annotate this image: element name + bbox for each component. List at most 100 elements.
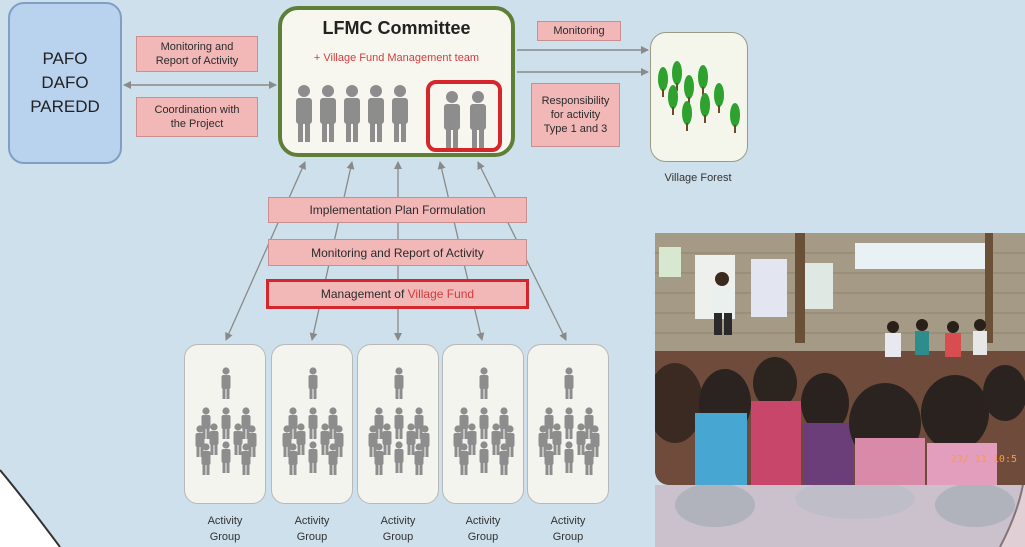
activity-group-label-line-2: Group	[209, 531, 241, 543]
person-icon	[221, 441, 231, 473]
person-icon	[576, 423, 586, 455]
person-icon	[201, 443, 211, 475]
person-icon	[328, 443, 338, 475]
person-icon	[394, 441, 404, 473]
agency-box: PAFO DAFO PAREDD	[8, 2, 122, 164]
tree-icon	[672, 61, 682, 91]
person-icon	[544, 407, 554, 439]
monitoring-report-line-1: Monitoring and	[160, 41, 234, 53]
meeting-photo-illustration	[655, 233, 1025, 485]
group-people	[538, 367, 600, 475]
person-icon	[491, 423, 501, 455]
responsibility-line-3: Type 1 and 3	[543, 123, 608, 135]
tree-icon	[682, 101, 692, 131]
person-icon	[414, 443, 424, 475]
activity-group-box	[357, 344, 439, 504]
photo-reflection	[655, 485, 1025, 547]
responsibility-line-1: Responsibility	[541, 95, 610, 107]
coordination-label: Coordination with the Project	[136, 97, 258, 137]
tree-icon	[730, 103, 740, 133]
person-icon	[368, 425, 378, 457]
presenter	[712, 272, 734, 335]
activity-group-label-line-1: Activity	[465, 515, 501, 527]
management-highlight: Village Fund	[407, 287, 475, 301]
person-icon	[308, 367, 318, 399]
person-icon	[296, 85, 312, 142]
group-people	[368, 367, 430, 475]
person-icon	[459, 407, 469, 439]
coordination-line-1: Coordination with	[154, 104, 240, 116]
group-people	[453, 367, 515, 475]
person-icon	[209, 423, 219, 455]
person-icon	[282, 425, 292, 457]
village-forest-box	[650, 32, 748, 162]
person-icon	[499, 407, 509, 439]
person-icon	[406, 423, 416, 455]
responsibility-label: Responsibility for activity Type 1 and 3	[531, 83, 620, 147]
activity-group-box	[527, 344, 609, 504]
tree-icon	[684, 75, 694, 105]
person-icon	[420, 425, 430, 457]
person-icon	[392, 85, 408, 142]
activity-group-box	[271, 344, 353, 504]
meeting-photo: 23/ 11 10:5	[655, 233, 1025, 485]
person-icon	[320, 85, 336, 142]
photo-reflection-shape	[655, 485, 1025, 547]
person-icon	[320, 423, 330, 455]
person-icon	[394, 407, 404, 439]
tree-icon	[700, 93, 710, 123]
person-icon	[334, 425, 344, 457]
monitoring-report-bar: Monitoring and Report of Activity	[268, 239, 527, 266]
activity-group-label-line-1: Activity	[207, 515, 243, 527]
audience	[655, 319, 1025, 485]
monitoring-report-label: Monitoring and Report of Activity	[136, 36, 258, 72]
person-icon	[453, 425, 463, 457]
person-icon	[467, 423, 477, 455]
activity-group-box	[442, 344, 524, 504]
monitoring-label: Monitoring	[537, 21, 621, 41]
person-icon	[564, 407, 574, 439]
person-icon	[479, 407, 489, 439]
activity-group-label-line-2: Group	[467, 531, 499, 543]
activity-group-label-line-2: Group	[552, 531, 584, 543]
person-icon	[308, 441, 318, 473]
group-arrow-1	[225, 161, 306, 341]
person-icon	[241, 443, 251, 475]
person-icon	[544, 443, 554, 475]
agency-line-paredd: PAREDD	[30, 97, 100, 116]
lfmc-title: LFMC Committee	[322, 18, 471, 38]
village-fund-management-bar: Management of Village Fund	[266, 279, 529, 309]
person-icon	[344, 85, 360, 142]
activity-group-label-line-2: Group	[382, 531, 414, 543]
activity-group-label-line-2: Group	[296, 531, 328, 543]
person-icon	[499, 443, 509, 475]
committee-members	[296, 85, 408, 142]
activity-group-label-line-1: Activity	[294, 515, 330, 527]
person-icon	[505, 425, 515, 457]
person-icon	[538, 425, 548, 457]
person-icon	[233, 423, 243, 455]
activity-group-label-line-1: Activity	[380, 515, 416, 527]
lfmc-committee-box: LFMC Committee + Village Fund Management…	[278, 6, 515, 157]
person-icon	[584, 443, 594, 475]
agency-line-pafo: PAFO	[42, 49, 88, 68]
person-icon	[414, 407, 424, 439]
person-icon	[201, 407, 211, 439]
person-icon	[374, 443, 384, 475]
person-icon	[221, 367, 231, 399]
person-icon	[459, 443, 469, 475]
person-icon	[296, 423, 306, 455]
person-icon	[470, 91, 486, 148]
management-prefix: Management of	[320, 287, 408, 301]
person-icon	[308, 407, 318, 439]
person-icon	[288, 443, 298, 475]
person-icon	[479, 441, 489, 473]
person-icon	[394, 367, 404, 399]
person-icon	[328, 407, 338, 439]
person-icon	[564, 441, 574, 473]
person-icon	[590, 425, 600, 457]
